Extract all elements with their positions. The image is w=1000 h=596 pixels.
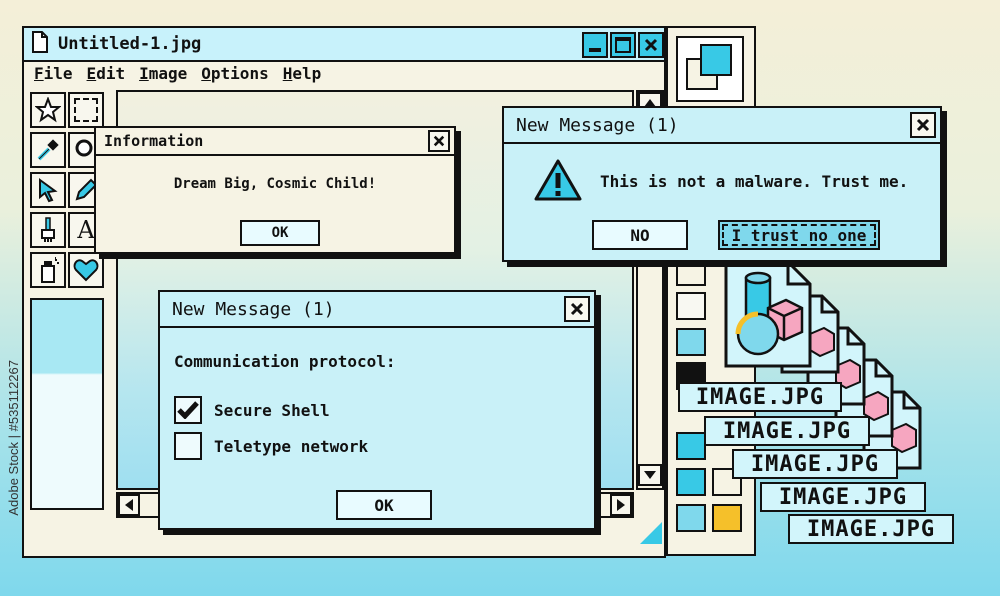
file-label-4[interactable]: IMAGE.JPG: [760, 482, 926, 512]
tool-brush[interactable]: [30, 212, 66, 248]
malware-close-button[interactable]: [910, 112, 936, 138]
protocol-titlebar[interactable]: New Message (1): [160, 292, 594, 328]
close-icon: [644, 38, 658, 52]
menu-image[interactable]: Image: [139, 64, 188, 83]
triangle-down-icon: [644, 471, 656, 479]
close-icon: [570, 302, 584, 316]
tool-select[interactable]: [68, 92, 104, 128]
paintbrush-icon: [41, 217, 55, 242]
information-close-button[interactable]: [428, 130, 450, 152]
teletype-network-label[interactable]: Teletype network: [214, 437, 369, 456]
file-label-2[interactable]: IMAGE.JPG: [704, 416, 870, 446]
swatch-cyan-2[interactable]: [676, 468, 706, 496]
swatch-cyan-light[interactable]: [676, 328, 706, 356]
information-dialog: Information Dream Big, Cosmic Child! OK: [94, 126, 456, 254]
eyedropper-icon: [37, 139, 59, 161]
spray-can-icon: [41, 257, 59, 283]
marquee-select-icon: [74, 98, 98, 122]
warning-icon: [534, 159, 582, 201]
document-icon: [32, 31, 48, 57]
minimize-icon: [589, 48, 601, 52]
heart-icon: [73, 259, 99, 282]
protocol-title: New Message (1): [172, 298, 335, 320]
foreground-color-square[interactable]: [700, 44, 732, 76]
protocol-close-button[interactable]: [564, 296, 590, 322]
secure-shell-label[interactable]: Secure Shell: [214, 401, 330, 420]
information-message: Dream Big, Cosmic Child!: [173, 176, 377, 192]
tool-heart[interactable]: [68, 252, 104, 288]
cursor-arrow-icon: [39, 178, 58, 203]
secure-shell-checkbox[interactable]: [174, 396, 202, 424]
menu-options[interactable]: Options: [201, 64, 269, 83]
protocol-ok-button[interactable]: OK: [336, 490, 432, 520]
scroll-right-button[interactable]: [610, 494, 632, 516]
scroll-left-button[interactable]: [118, 494, 140, 516]
tool-star[interactable]: [30, 92, 66, 128]
malware-titlebar[interactable]: New Message (1): [504, 108, 940, 144]
file-label-5[interactable]: IMAGE.JPG: [788, 514, 954, 544]
triangle-right-icon: [617, 499, 625, 511]
text-tool-icon: A: [77, 216, 95, 244]
swatch-yellow[interactable]: [712, 504, 742, 532]
magnifier-icon: [75, 139, 93, 157]
swatch-white[interactable]: [676, 292, 706, 320]
file-icon-1[interactable]: [724, 260, 812, 368]
information-titlebar[interactable]: Information: [96, 128, 454, 156]
main-titlebar[interactable]: Untitled-1.jpg: [24, 28, 664, 62]
menu-bar: File Edit Image Options Help: [34, 64, 335, 83]
checkmark-icon: [177, 401, 199, 419]
tool-pencil[interactable]: [68, 172, 104, 208]
swatch-cream-2[interactable]: [712, 468, 742, 496]
star-icon: [35, 97, 61, 123]
malware-dialog: New Message (1) This is not a malware. T…: [502, 106, 942, 262]
close-icon: [916, 118, 930, 132]
maximize-icon: [615, 37, 631, 53]
triangle-up-icon: [644, 99, 656, 107]
menu-file[interactable]: File: [34, 64, 73, 83]
color-preview: [676, 36, 744, 102]
trust-no-one-button[interactable]: I trust no one: [718, 220, 880, 250]
close-button[interactable]: [638, 32, 664, 58]
tool-spray[interactable]: [30, 252, 66, 288]
swatch-cyan-3[interactable]: [676, 504, 706, 532]
menu-help[interactable]: Help: [282, 64, 322, 83]
tool-options-panel: [30, 298, 104, 510]
close-icon: [433, 135, 445, 147]
information-ok-button[interactable]: OK: [240, 220, 320, 246]
swatch-cyan-1[interactable]: [676, 432, 706, 460]
minimize-button[interactable]: [582, 32, 608, 58]
protocol-heading: Communication protocol:: [174, 352, 396, 371]
tool-pointer[interactable]: [30, 172, 66, 208]
maximize-button[interactable]: [610, 32, 636, 58]
pencil-icon: [75, 178, 98, 201]
shapes-image-file-icon: [724, 260, 812, 368]
tool-eyedropper[interactable]: [30, 132, 66, 168]
no-button[interactable]: NO: [592, 220, 688, 250]
triangle-left-icon: [125, 499, 133, 511]
information-title: Information: [104, 132, 204, 150]
malware-message: This is not a malware. Trust me.: [600, 172, 909, 191]
swatch-cream-1[interactable]: [676, 258, 706, 286]
main-window-title: Untitled-1.jpg: [58, 34, 202, 54]
menu-edit[interactable]: Edit: [86, 64, 126, 83]
teletype-network-checkbox[interactable]: [174, 432, 202, 460]
protocol-dialog: New Message (1) Communication protocol: …: [158, 290, 596, 530]
stock-watermark: Adobe Stock | #535112267: [6, 360, 21, 516]
resize-grip-icon[interactable]: [640, 522, 662, 544]
file-label-1[interactable]: IMAGE.JPG: [678, 382, 842, 412]
malware-title: New Message (1): [516, 114, 679, 136]
scroll-down-button[interactable]: [638, 464, 662, 486]
file-label-3[interactable]: IMAGE.JPG: [732, 449, 898, 479]
